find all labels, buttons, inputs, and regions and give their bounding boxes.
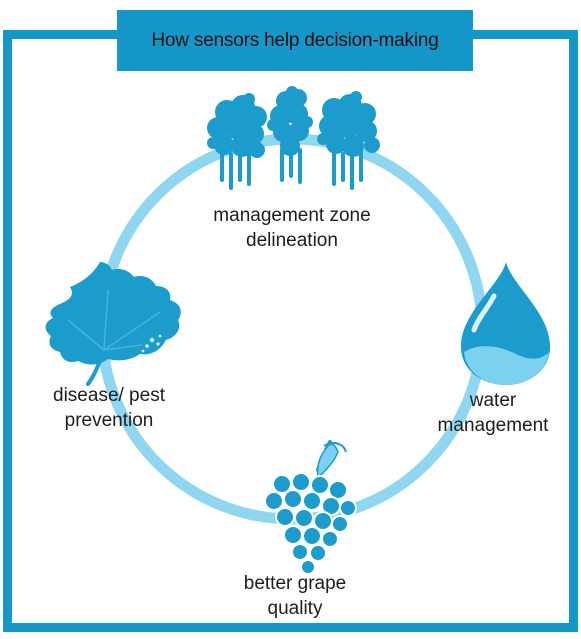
label-line: quality	[267, 598, 323, 619]
label-line: water	[469, 390, 517, 411]
stage-label-management-zone: management zone delineation	[182, 203, 402, 253]
label-line: management	[437, 415, 549, 436]
label-line: delineation	[246, 230, 338, 251]
label-line: better grape	[243, 573, 347, 594]
label-line: prevention	[64, 410, 154, 431]
stage-label-water: water management	[418, 388, 568, 438]
water-drop-icon	[460, 262, 551, 385]
label-line: management zone	[213, 205, 371, 226]
label-line: disease/ pest	[53, 385, 165, 406]
diagram-title: How sensors help decision-making	[151, 29, 439, 51]
title-banner: How sensors help decision-making	[117, 10, 473, 71]
vine-canopy-icon	[207, 86, 380, 190]
stage-label-grape: better grape quality	[220, 571, 370, 621]
grape-bunch-icon	[264, 440, 357, 575]
grape-leaf-icon	[45, 262, 181, 386]
stage-label-disease: disease/ pest prevention	[34, 383, 184, 433]
